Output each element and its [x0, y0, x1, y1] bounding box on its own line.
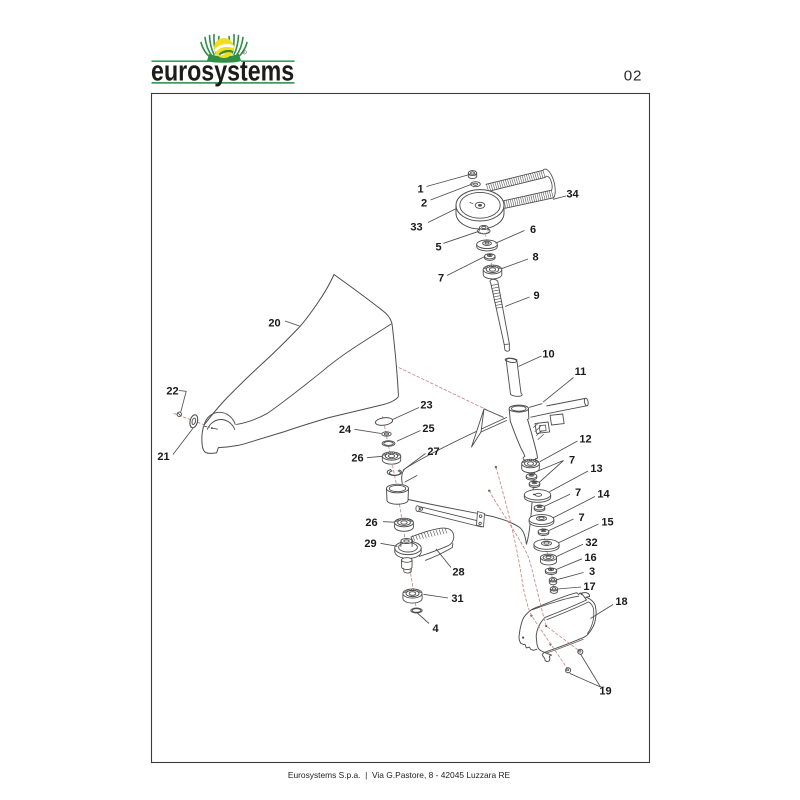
svg-text:24: 24	[339, 424, 352, 436]
svg-text:5: 5	[435, 242, 441, 254]
svg-text:17: 17	[583, 581, 595, 593]
svg-text:12: 12	[579, 434, 591, 446]
svg-text:7: 7	[569, 455, 575, 467]
svg-text:23: 23	[420, 400, 432, 412]
svg-text:R: R	[243, 50, 246, 54]
svg-text:9: 9	[533, 290, 539, 302]
svg-text:1: 1	[417, 184, 423, 196]
svg-text:7: 7	[438, 273, 444, 285]
svg-text:2: 2	[421, 198, 427, 210]
svg-text:16: 16	[584, 552, 596, 564]
svg-text:31: 31	[451, 593, 463, 605]
svg-text:26: 26	[365, 517, 377, 529]
svg-text:Eurosystems S.p.a. | Via G.P: Eurosystems S.p.a. | Via G.Pastore, 8 - …	[288, 770, 511, 780]
svg-text:7: 7	[575, 487, 581, 499]
svg-text:8: 8	[532, 252, 538, 264]
svg-text:15: 15	[601, 517, 613, 529]
svg-text:3: 3	[589, 566, 595, 578]
svg-text:27: 27	[427, 446, 439, 458]
svg-text:25: 25	[422, 423, 434, 435]
svg-text:26: 26	[351, 453, 363, 465]
svg-text:eurosystems: eurosystems	[151, 54, 294, 87]
svg-text:13: 13	[590, 463, 602, 475]
svg-text:22: 22	[166, 386, 178, 398]
svg-text:10: 10	[542, 349, 554, 361]
svg-text:28: 28	[452, 567, 464, 579]
svg-text:14: 14	[597, 489, 610, 501]
svg-text:19: 19	[599, 686, 611, 698]
svg-text:32: 32	[585, 537, 597, 549]
svg-text:6: 6	[530, 224, 536, 236]
svg-text:21: 21	[157, 451, 169, 463]
svg-text:29: 29	[364, 538, 376, 550]
svg-text:33: 33	[410, 222, 422, 234]
svg-text:7: 7	[578, 512, 584, 524]
svg-text:34: 34	[566, 189, 579, 201]
svg-text:4: 4	[432, 623, 439, 635]
svg-text:11: 11	[575, 366, 587, 378]
svg-text:18: 18	[615, 596, 627, 608]
svg-text:20: 20	[268, 318, 280, 330]
svg-text:02: 02	[624, 68, 643, 85]
